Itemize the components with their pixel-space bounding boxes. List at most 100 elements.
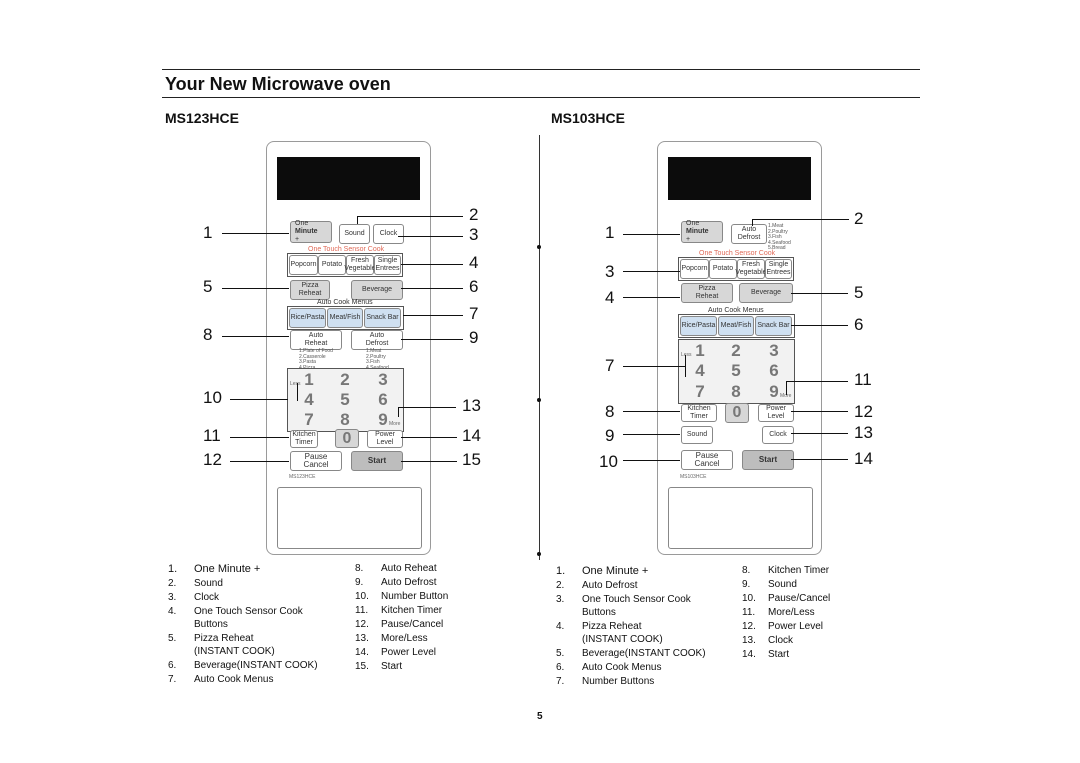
key-4[interactable]: 4 — [304, 390, 314, 409]
callout-line — [222, 288, 289, 289]
left-start-button[interactable]: Start — [351, 451, 403, 471]
key-9[interactable]: 9 — [769, 382, 779, 401]
column-divider — [539, 135, 540, 560]
legend-num: 3. — [556, 594, 565, 605]
callout-line — [222, 336, 289, 337]
label: Beverage — [362, 286, 392, 293]
legend-num: 13. — [355, 633, 369, 644]
key-1[interactable]: 1 — [695, 341, 705, 360]
right-zero-button[interactable]: 0 — [725, 403, 749, 423]
callout-line — [401, 461, 457, 462]
label: One — [686, 220, 700, 227]
left-beverage-button[interactable]: Beverage — [351, 280, 403, 300]
right-sensor-header: One Touch Sensor Cook — [699, 250, 776, 257]
legend-num: 12. — [742, 621, 756, 632]
key-7[interactable]: 7 — [304, 410, 314, 429]
right-one-minute-button[interactable]: One Minute + — [681, 220, 723, 243]
left-popcorn-button[interactable]: Popcorn — [289, 255, 318, 275]
label: Entrees — [766, 269, 791, 276]
legend-num: 7. — [168, 674, 177, 685]
label: Rice/Pasta — [290, 314, 325, 321]
legend-num: 11. — [355, 605, 369, 616]
right-potato-button[interactable]: Potato — [709, 259, 737, 279]
key-5[interactable]: 5 — [340, 390, 350, 409]
label: Sound — [344, 230, 365, 237]
left-clock-button[interactable]: Clock — [373, 224, 404, 244]
key-3[interactable]: 3 — [769, 341, 779, 360]
key-7[interactable]: 7 — [695, 382, 705, 401]
label: Level — [767, 413, 785, 420]
callout-line — [230, 437, 289, 438]
left-meat-fish-button[interactable]: Meat/Fish — [327, 308, 363, 328]
label: Fresh — [742, 261, 760, 268]
key-8[interactable]: 8 — [340, 410, 350, 429]
left-rice-pasta-button[interactable]: Rice/Pasta — [289, 308, 326, 328]
key-2[interactable]: 2 — [340, 370, 350, 389]
legend-text: Auto Cook Menus — [582, 662, 662, 673]
legend-text: More/Less — [381, 633, 428, 644]
callout-number: 9 — [469, 328, 479, 347]
key-3[interactable]: 3 — [378, 370, 388, 389]
label: Single — [768, 261, 789, 268]
callout-line — [786, 381, 848, 382]
legend-text: Sound — [768, 579, 797, 590]
legend-text: More/Less — [768, 607, 815, 618]
key-8[interactable]: 8 — [731, 382, 741, 401]
legend-num: 8. — [355, 563, 364, 574]
right-number-pad: 1 2 3 4 5 6 7 8 9 Less More — [678, 339, 795, 404]
right-beverage-button[interactable]: Beverage — [739, 283, 793, 303]
key-4[interactable]: 4 — [695, 361, 705, 380]
callout-number: 2 — [854, 209, 864, 228]
callout-line — [403, 315, 463, 316]
right-popcorn-button[interactable]: Popcorn — [680, 259, 709, 279]
key-6[interactable]: 6 — [769, 361, 779, 380]
right-clock-button[interactable]: Clock — [762, 426, 794, 444]
right-snack-bar-button[interactable]: Snack Bar — [755, 316, 792, 336]
left-snack-bar-button[interactable]: Snack Bar — [364, 308, 401, 328]
callout-line — [623, 271, 680, 272]
legend-text: One Minute + — [194, 563, 261, 575]
label: Defrost — [365, 340, 389, 347]
legend-num: 9. — [742, 579, 751, 590]
right-start-button[interactable]: Start — [742, 450, 794, 470]
callout-line — [230, 461, 289, 462]
callout-number: 12 — [203, 450, 222, 469]
key-9[interactable]: 9 — [378, 410, 388, 429]
callout-line — [791, 411, 848, 412]
callout-number: 6 — [854, 315, 864, 334]
left-sound-button[interactable]: Sound — [339, 224, 370, 244]
left-bottom-window — [277, 487, 422, 549]
key-2[interactable]: 2 — [731, 341, 741, 360]
callout-line — [357, 216, 463, 217]
legend-num: 2. — [556, 580, 565, 591]
left-control-panel: One Minute + Sound Clock One Touch Senso… — [266, 141, 431, 555]
callout-line — [623, 434, 680, 435]
label: Vegetable — [735, 269, 767, 276]
right-sound-button[interactable]: Sound — [681, 426, 713, 444]
key-6[interactable]: 6 — [378, 390, 388, 409]
left-zero-button[interactable]: 0 — [335, 429, 359, 448]
key-5[interactable]: 5 — [731, 361, 741, 380]
right-meat-fish-button[interactable]: Meat/Fish — [718, 316, 754, 336]
left-model-title: MS123HCE — [165, 110, 239, 126]
legend-num: 13. — [742, 635, 756, 646]
left-one-minute-button[interactable]: One Minute + — [290, 220, 332, 243]
key-1[interactable]: 1 — [304, 370, 314, 389]
left-potato-button[interactable]: Potato — [318, 255, 346, 275]
right-rice-pasta-button[interactable]: Rice/Pasta — [680, 316, 717, 336]
